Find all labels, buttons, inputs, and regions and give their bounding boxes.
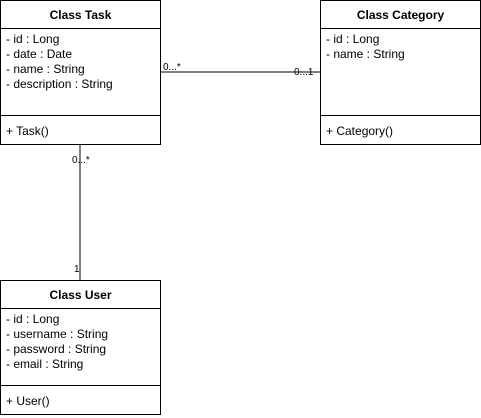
attribute-name: - name : String	[6, 62, 85, 76]
attribute-id: - id : Long	[326, 32, 380, 46]
class-task-title: Class Task	[1, 1, 160, 29]
class-task-operations: + Task()	[1, 116, 160, 139]
class-user-box[interactable]: Class User - id : Long - username : Stri…	[0, 280, 161, 415]
class-user-attributes: - id : Long - username : String - passwo…	[1, 309, 160, 386]
attribute-id: - id : Long	[6, 32, 60, 46]
class-user-title: Class User	[1, 281, 160, 309]
attribute-username: - username : String	[6, 327, 109, 341]
class-user-operations: + User()	[1, 386, 160, 409]
class-category-operations: + Category()	[321, 116, 480, 139]
multiplicity-task-user-user-end: 1	[74, 264, 80, 275]
multiplicity-task-category-task-end: 0...*	[163, 62, 181, 73]
attribute-date: - date : Date	[6, 47, 73, 61]
class-category-box[interactable]: Class Category - id : Long - name : Stri…	[320, 0, 481, 145]
class-task-attributes: - id : Long - date : Date - name : Strin…	[1, 29, 160, 116]
attribute-email: - email : String	[6, 357, 84, 371]
multiplicity-task-user-task-end: 0...*	[72, 155, 90, 166]
multiplicity-task-category-category-end: 0...1	[294, 67, 314, 78]
attribute-description: - description : String	[6, 77, 113, 91]
operation-constructor: + Task()	[6, 124, 49, 138]
operation-constructor: + User()	[6, 394, 50, 408]
class-category-title: Class Category	[321, 1, 480, 29]
attribute-password: - password : String	[6, 342, 107, 356]
class-category-attributes: - id : Long - name : String	[321, 29, 480, 116]
attribute-id: - id : Long	[6, 312, 60, 326]
attribute-name: - name : String	[326, 47, 405, 61]
operation-constructor: + Category()	[326, 124, 394, 138]
class-task-box[interactable]: Class Task - id : Long - date : Date - n…	[0, 0, 161, 145]
